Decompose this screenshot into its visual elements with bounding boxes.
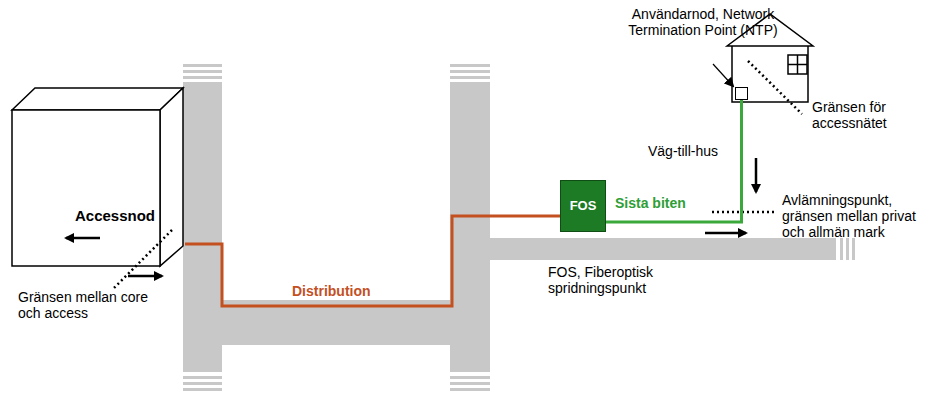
distribution-line: [185, 216, 560, 306]
node-label: Accessnod: [75, 207, 155, 225]
left-arrow: [66, 237, 100, 240]
boundary-label: Gränsen för accessnätet: [812, 99, 932, 131]
right-arrow: [705, 232, 746, 235]
road-to-house-label: Väg-till-hus: [648, 143, 738, 159]
handover-line: [712, 211, 776, 214]
core-access-boundary: [114, 230, 172, 288]
right-arrow: [128, 275, 162, 278]
leader-arrow: [713, 64, 733, 86]
fos-description: FOS, Fiberoptisk spridningspunkt: [548, 264, 678, 296]
handover-label: Avlämningspunkt, gränsen mellan privat o…: [782, 192, 938, 240]
distribution-label: Distribution: [292, 283, 371, 299]
ntp-point: Användarnod, Network Termination Point (…: [735, 87, 748, 100]
fos-box: FOS: [560, 180, 606, 232]
down-arrow: [755, 158, 758, 192]
last-mile-line: [606, 100, 742, 222]
cube-shape: [10, 86, 185, 278]
boundary-label: Gränsen mellan core och access: [18, 289, 168, 321]
road: [183, 64, 855, 391]
access-boundary-line: [748, 61, 802, 114]
last-mile-label: Sista biten: [615, 195, 686, 211]
node-label: FOS: [570, 198, 597, 214]
node-label: Användarnod, Network Termination Point (…: [628, 6, 778, 38]
access-node: Accessnod: [10, 86, 185, 278]
